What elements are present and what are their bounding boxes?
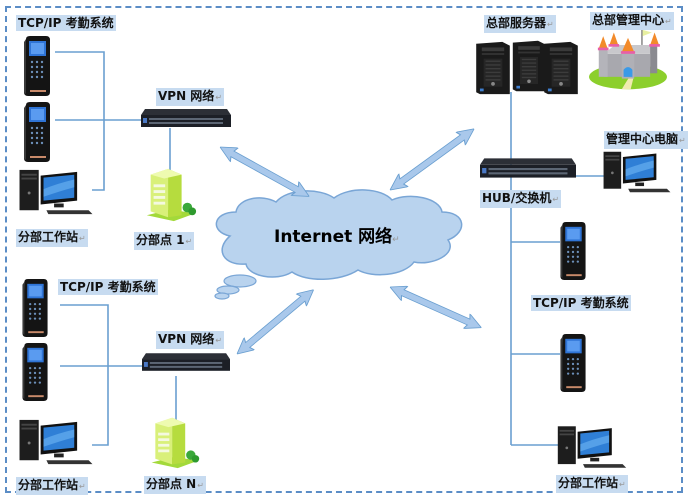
- paragraph-mark: ↵: [197, 481, 204, 490]
- attendance-terminal-icon: [24, 102, 50, 162]
- paragraph-mark: ↵: [392, 235, 400, 245]
- paragraph-mark: ↵: [215, 93, 223, 102]
- hq-wires: [510, 92, 618, 446]
- server-tower-icon: [476, 41, 510, 95]
- arrow-branch-n-internet: [231, 283, 319, 361]
- network-switch-icon: [141, 109, 231, 127]
- label-text: 分部点 1: [136, 233, 185, 247]
- branch-n-vpn-label: VPN 网络↵: [156, 331, 225, 349]
- attendance-terminal-icon: [22, 343, 48, 401]
- paragraph-mark: ↵: [185, 237, 193, 246]
- hq-server-label: 总部服务器↵: [484, 15, 556, 33]
- paragraph-mark: ↵: [619, 480, 626, 489]
- label-text: HUB/交换机: [482, 191, 552, 205]
- branch-building-icon: [151, 417, 200, 469]
- desktop-computer-icon: [19, 169, 93, 215]
- network-switch-icon: [142, 353, 230, 371]
- label-text: 分部工作站: [18, 478, 79, 492]
- hq-attendance-label: TCP/IP 考勤系统: [531, 295, 631, 311]
- headquarters-castle-icon: [589, 29, 667, 90]
- hq-workstation-label: 分部工作站↵: [556, 475, 628, 493]
- internet-label: Internet 网络↵: [274, 222, 400, 247]
- branch-1-workstation-label: 分部工作站↵: [16, 229, 88, 247]
- paragraph-mark: ↵: [665, 17, 672, 26]
- branch-1-attendance-label: TCP/IP 考勤系统: [16, 15, 116, 31]
- label-text: TCP/IP 考勤系统: [18, 16, 114, 30]
- paragraph-mark: ↵: [215, 336, 223, 345]
- arrow-branch-1-internet: [216, 140, 314, 204]
- paragraph-mark: ↵: [79, 482, 86, 491]
- branch-1-site-label: 分部点 1↵: [134, 232, 195, 250]
- hq-switch-label: HUB/交换机↵: [480, 190, 562, 208]
- branch-n-attendance-label: TCP/IP 考勤系统: [58, 279, 158, 295]
- label-text: 分部点 N: [146, 477, 197, 491]
- branch-building-icon: [146, 168, 197, 222]
- label-text: VPN 网络: [158, 332, 215, 346]
- label-text: 管理中心电脑: [606, 132, 679, 146]
- label-text: TCP/IP 考勤系统: [533, 296, 629, 310]
- server-tower-icon: [512, 40, 546, 92]
- hq-pc-label: 管理中心电脑↵: [604, 131, 688, 149]
- desktop-computer-icon: [557, 426, 627, 468]
- attendance-terminal-icon: [560, 222, 586, 280]
- desktop-computer-icon: [603, 151, 671, 193]
- paragraph-mark: ↵: [552, 195, 560, 204]
- arrow-internet-hq-attendance: [386, 279, 485, 335]
- paragraph-mark: ↵: [547, 20, 554, 29]
- label-text: 分部工作站: [18, 230, 79, 244]
- branch-1-vpn-label: VPN 网络↵: [156, 88, 225, 106]
- branch-1-wires: [55, 51, 171, 191]
- attendance-terminal-icon: [24, 36, 50, 96]
- label-text: 总部管理中心: [592, 13, 665, 27]
- hq-center-label: 总部管理中心↵: [590, 12, 674, 30]
- label-text: VPN 网络: [158, 89, 215, 103]
- label-text: Internet 网络: [274, 227, 393, 247]
- dashed-frame: [5, 6, 683, 493]
- network-switch-icon: [480, 158, 576, 178]
- branch-n-site-label: 分部点 N↵: [144, 476, 206, 494]
- attendance-terminal-icon: [22, 279, 48, 337]
- label-text: 分部工作站: [558, 476, 619, 490]
- server-tower-icon: [544, 41, 578, 95]
- paragraph-mark: ↵: [79, 234, 86, 243]
- branch-n-workstation-label: 分部工作站↵: [16, 477, 88, 495]
- internet-cloud-icon: [214, 189, 463, 300]
- branch-n-wires: [60, 304, 177, 446]
- paragraph-mark: ↵: [679, 136, 686, 145]
- label-text: TCP/IP 考勤系统: [60, 280, 156, 294]
- label-text: 总部服务器: [486, 16, 547, 30]
- arrow-hq-internet: [385, 122, 479, 197]
- desktop-computer-icon: [19, 419, 93, 465]
- attendance-terminal-icon: [560, 334, 586, 392]
